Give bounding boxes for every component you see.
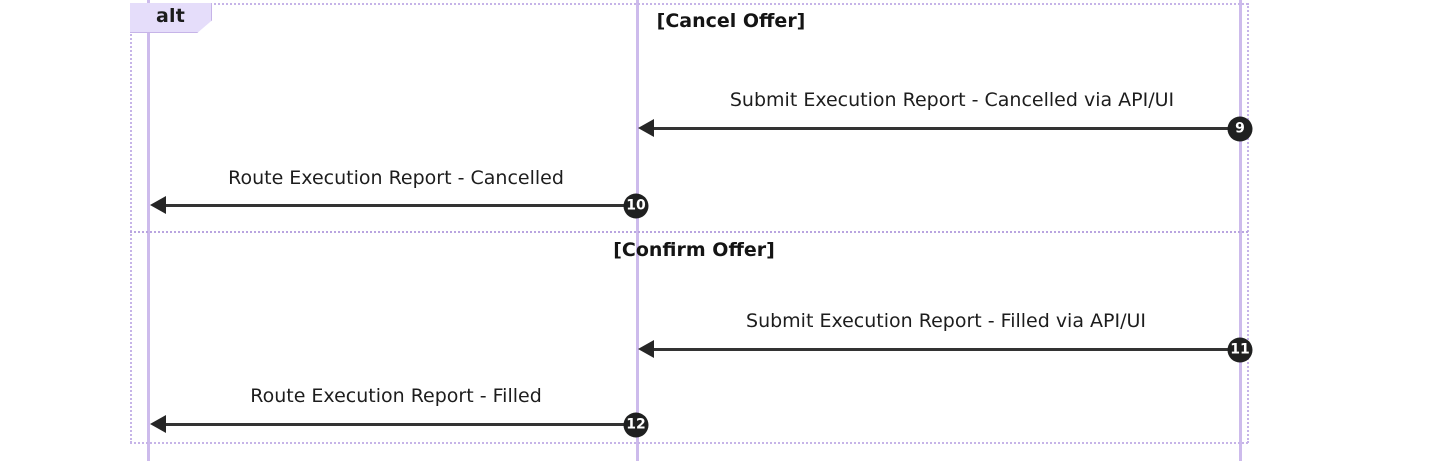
lifeline-right xyxy=(1239,0,1242,461)
section-condition-confirm-offer: [Confirm Offer] xyxy=(613,239,775,261)
message-arrowhead-9 xyxy=(638,119,654,137)
message-label-11: Submit Execution Report - Filled via API… xyxy=(746,310,1146,332)
message-line-12 xyxy=(157,423,635,426)
alt-fragment-tab: alt xyxy=(130,3,212,33)
message-arrowhead-11 xyxy=(638,340,654,358)
alt-frame-section-divider xyxy=(130,231,1248,233)
message-line-9 xyxy=(645,127,1240,130)
sequence-badge-9: 9 xyxy=(1227,116,1253,142)
alt-frame-right-border xyxy=(1247,3,1249,443)
message-arrowhead-12 xyxy=(150,415,166,433)
alt-frame-bottom-border xyxy=(130,442,1248,444)
message-arrowhead-10 xyxy=(150,196,166,214)
message-label-10: Route Execution Report - Cancelled xyxy=(228,167,564,189)
alt-fragment-label: alt xyxy=(156,5,186,27)
message-line-10 xyxy=(157,204,635,207)
sequence-badge-12: 12 xyxy=(623,412,649,438)
alt-frame-top-border xyxy=(130,3,1248,5)
section-condition-cancel-offer: [Cancel Offer] xyxy=(656,10,806,32)
message-label-12: Route Execution Report - Filled xyxy=(250,385,542,407)
lifeline-center xyxy=(636,0,639,461)
sequence-badge-11: 11 xyxy=(1227,337,1253,363)
sequence-badge-10: 10 xyxy=(623,193,649,219)
message-label-9: Submit Execution Report - Cancelled via … xyxy=(729,89,1175,111)
alt-frame-left-border xyxy=(130,3,132,443)
message-line-11 xyxy=(645,348,1240,351)
lifeline-left xyxy=(147,0,150,461)
